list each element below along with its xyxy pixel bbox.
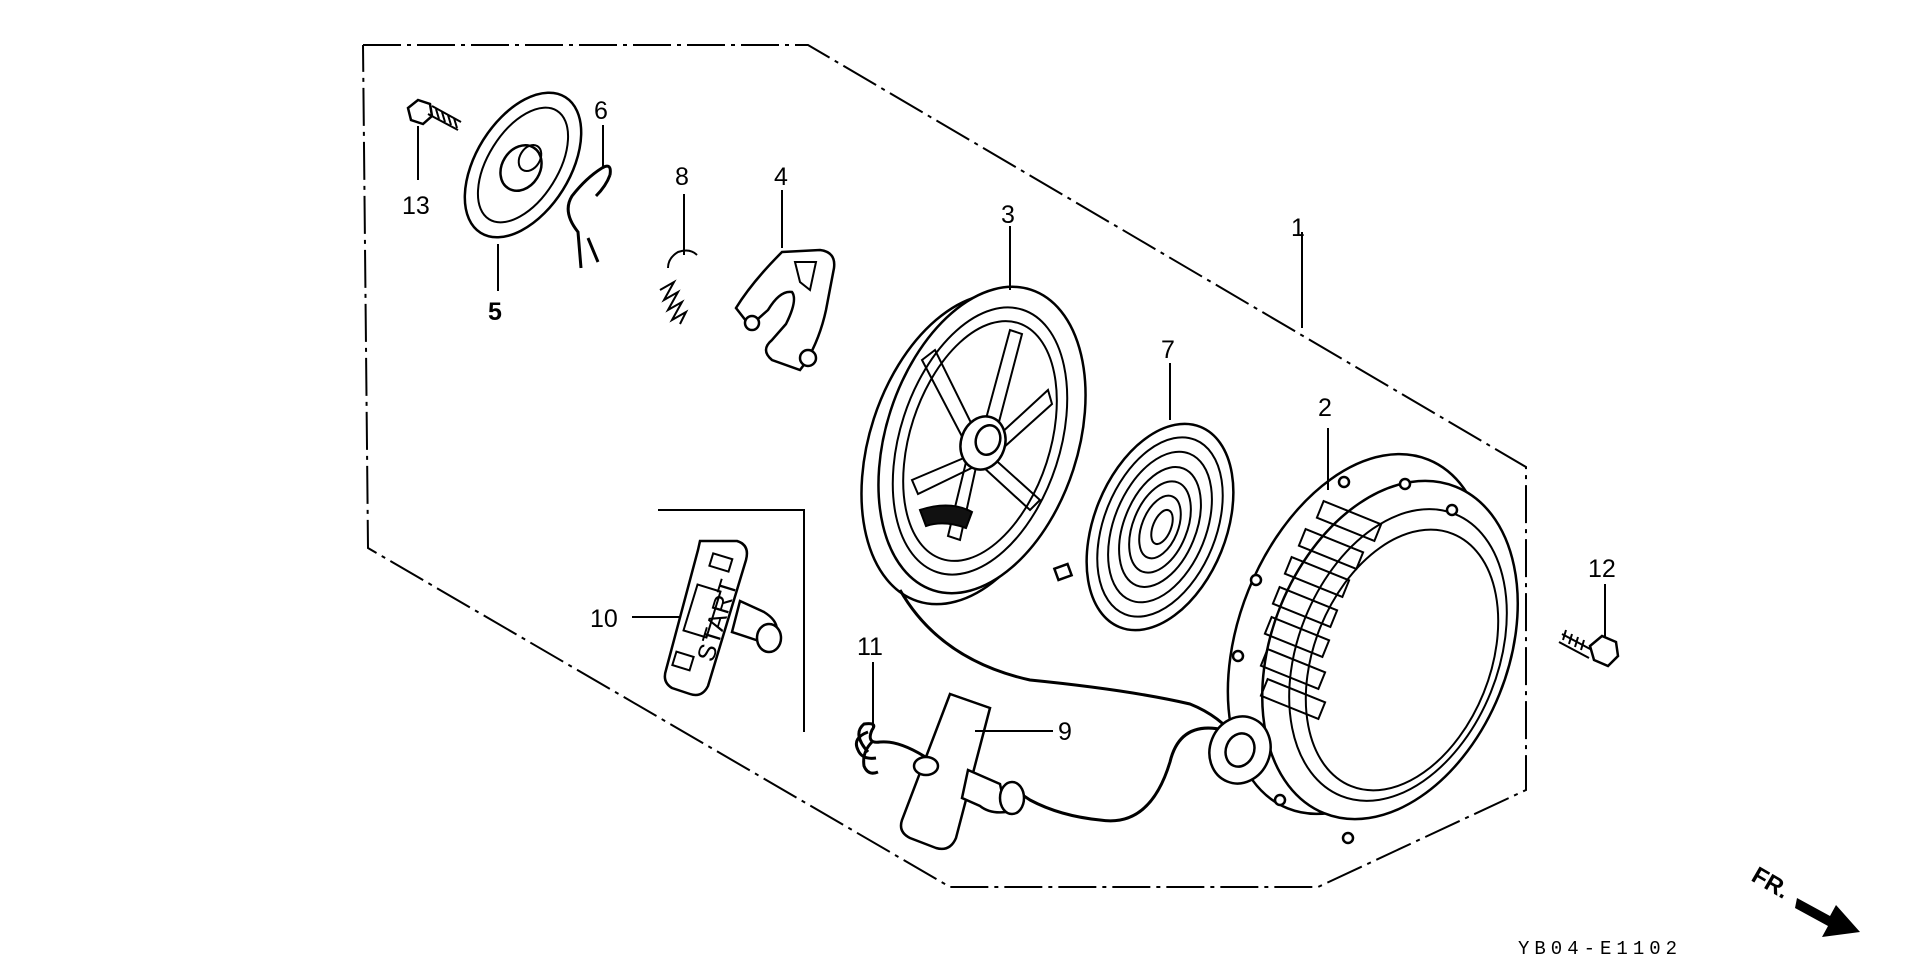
part-6-clip xyxy=(566,164,612,269)
callout-5: 5 xyxy=(488,298,502,326)
leader-lines xyxy=(417,125,1606,732)
part-8-spring xyxy=(659,249,698,325)
part-13-bolt xyxy=(406,98,462,131)
callout-7: 7 xyxy=(1161,336,1175,364)
starter-rope xyxy=(898,589,1240,823)
callout-9: 9 xyxy=(1058,718,1072,746)
callout-8: 8 xyxy=(675,163,689,191)
part-7-recoil-spring xyxy=(1052,422,1235,632)
assembly-boundary xyxy=(362,44,1527,888)
callout-10: 10 xyxy=(590,605,618,633)
callout-11: 11 xyxy=(857,633,883,661)
callout-6: 6 xyxy=(594,97,608,125)
part-12-bolt xyxy=(1558,629,1620,668)
callout-3: 3 xyxy=(1001,201,1015,229)
front-direction-indicator: FR. xyxy=(1747,862,1860,937)
part-10-start-handle: START xyxy=(663,539,783,697)
callout-2: 2 xyxy=(1318,394,1332,422)
callout-4: 4 xyxy=(774,163,788,191)
callout-13: 13 xyxy=(402,192,430,220)
part-4-ratchet xyxy=(734,248,836,372)
front-direction-label: FR. xyxy=(1747,862,1794,905)
arrow-right-icon xyxy=(1795,898,1860,937)
part-11-rope-clip xyxy=(854,730,879,775)
figure-code: YB04-E1102 xyxy=(1518,938,1682,959)
starter-rope-knot xyxy=(857,722,931,762)
handle-bracket-line xyxy=(658,509,805,732)
callout-12: 12 xyxy=(1588,555,1616,583)
part-9-grip-handle xyxy=(899,692,1026,851)
callout-1: 1 xyxy=(1291,214,1305,242)
part-5-cover-plate xyxy=(463,91,583,239)
part-3-reel xyxy=(860,285,1087,606)
part-2-starter-case xyxy=(1208,452,1519,845)
